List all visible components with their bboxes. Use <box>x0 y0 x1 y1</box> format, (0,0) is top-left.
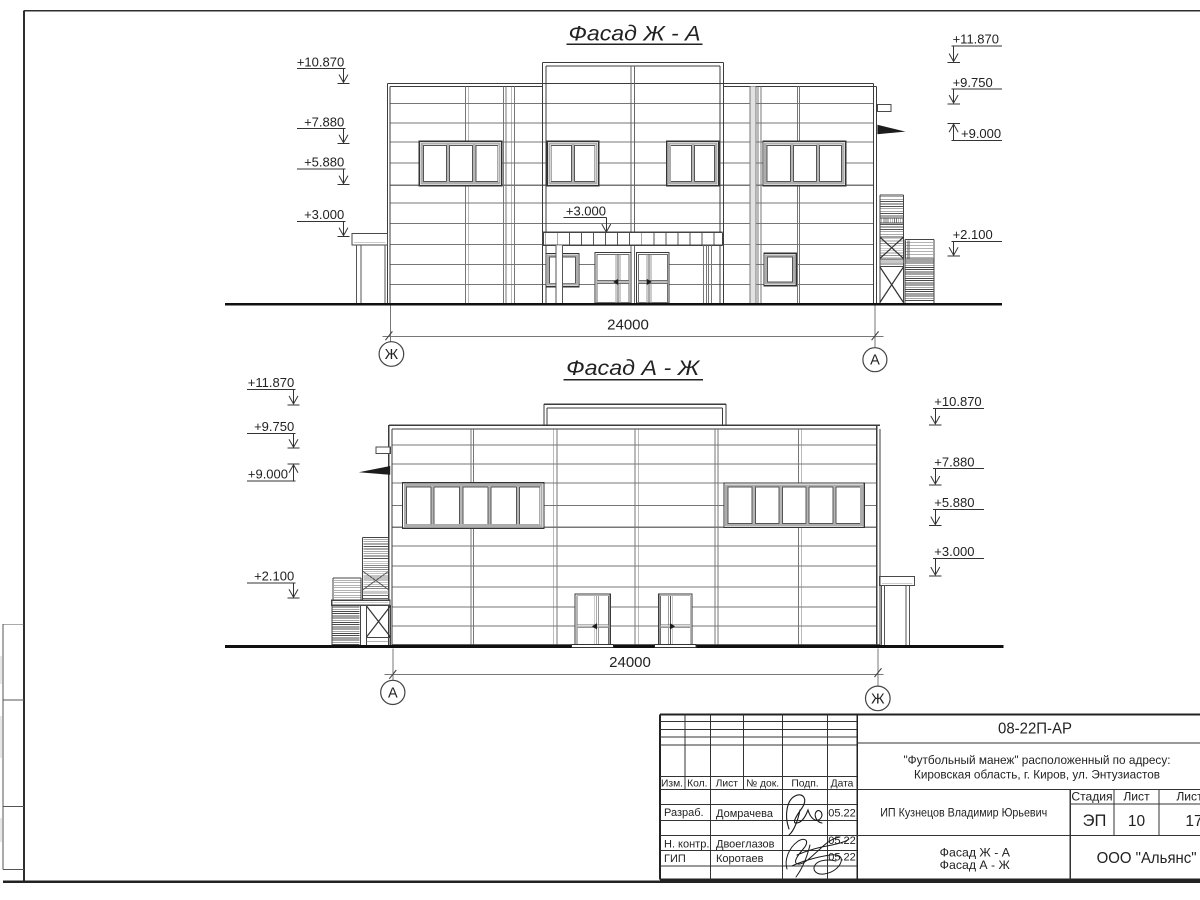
svg-text:+10.870: +10.870 <box>934 394 981 409</box>
svg-text:Лист: Лист <box>716 778 739 789</box>
svg-text:+9.750: +9.750 <box>254 419 294 434</box>
svg-text:Коротаев: Коротаев <box>716 853 764 865</box>
svg-text:17: 17 <box>1185 813 1200 830</box>
svg-text:+11.870: +11.870 <box>953 32 999 47</box>
svg-text:ООО "Альянс": ООО "Альянс" <box>1097 850 1197 867</box>
svg-text:ГИП: ГИП <box>664 853 686 865</box>
svg-text:Дата: Дата <box>831 778 854 789</box>
svg-text:+7.880: +7.880 <box>934 454 974 469</box>
svg-text:24000: 24000 <box>609 654 651 671</box>
svg-text:+3.000: +3.000 <box>304 207 344 222</box>
svg-text:+5.880: +5.880 <box>934 495 974 510</box>
svg-text:Ж: Ж <box>871 691 885 707</box>
svg-text:Двоеглазов: Двоеглазов <box>716 838 775 850</box>
svg-text:+2.100: +2.100 <box>953 227 993 242</box>
svg-text:№ док.: № док. <box>746 778 779 789</box>
svg-text:05.22: 05.22 <box>828 852 856 864</box>
svg-text:А: А <box>388 685 398 701</box>
svg-text:08-22П-АР: 08-22П-АР <box>998 721 1072 738</box>
svg-text:+2.100: +2.100 <box>254 568 294 583</box>
svg-text:Фасад Ж - А: Фасад Ж - А <box>940 845 1011 859</box>
svg-text:+5.880: +5.880 <box>304 155 344 170</box>
svg-text:+3.000: +3.000 <box>934 544 974 559</box>
svg-text:+10.870: +10.870 <box>297 54 344 69</box>
svg-text:+9.000: +9.000 <box>248 467 288 482</box>
svg-text:Кировская область, г. Киров, у: Кировская область, г. Киров, ул. Энтузиа… <box>914 767 1160 781</box>
svg-text:Фасад А - Ж: Фасад А - Ж <box>566 356 700 380</box>
svg-text:ИП Кузнецов Владимир Юрьевич: ИП Кузнецов Владимир Юрьевич <box>880 805 1047 819</box>
svg-text:Домрачева: Домрачева <box>716 808 774 820</box>
svg-text:05.22: 05.22 <box>828 807 856 819</box>
svg-text:Разраб.: Разраб. <box>664 807 704 819</box>
svg-text:10: 10 <box>1128 813 1146 830</box>
svg-text:Фасад Ж - А: Фасад Ж - А <box>569 21 701 45</box>
svg-text:+11.870: +11.870 <box>248 375 294 390</box>
svg-text:24000: 24000 <box>607 317 649 334</box>
svg-text:Ж: Ж <box>385 347 399 363</box>
svg-text:"Футбольный манеж" расположенн: "Футбольный манеж" расположенный по адре… <box>904 753 1171 767</box>
svg-text:ЭП: ЭП <box>1083 812 1107 830</box>
svg-text:Лист: Лист <box>1123 790 1150 804</box>
svg-text:Подп.: Подп. <box>791 778 818 789</box>
svg-text:Кол.: Кол. <box>687 778 707 789</box>
svg-text:А: А <box>870 353 880 369</box>
svg-text:+7.880: +7.880 <box>304 114 344 129</box>
svg-text:+9.000: +9.000 <box>961 126 1001 141</box>
svg-text:Н. контр.: Н. контр. <box>664 838 709 850</box>
svg-text:+3.000: +3.000 <box>566 204 606 219</box>
svg-text:Изм.: Изм. <box>661 778 683 789</box>
svg-text:Стадия: Стадия <box>1071 790 1112 804</box>
svg-text:Фасад А - Ж: Фасад А - Ж <box>940 858 1011 872</box>
svg-text:Листов: Листов <box>1176 790 1200 804</box>
svg-text:+9.750: +9.750 <box>953 75 993 90</box>
